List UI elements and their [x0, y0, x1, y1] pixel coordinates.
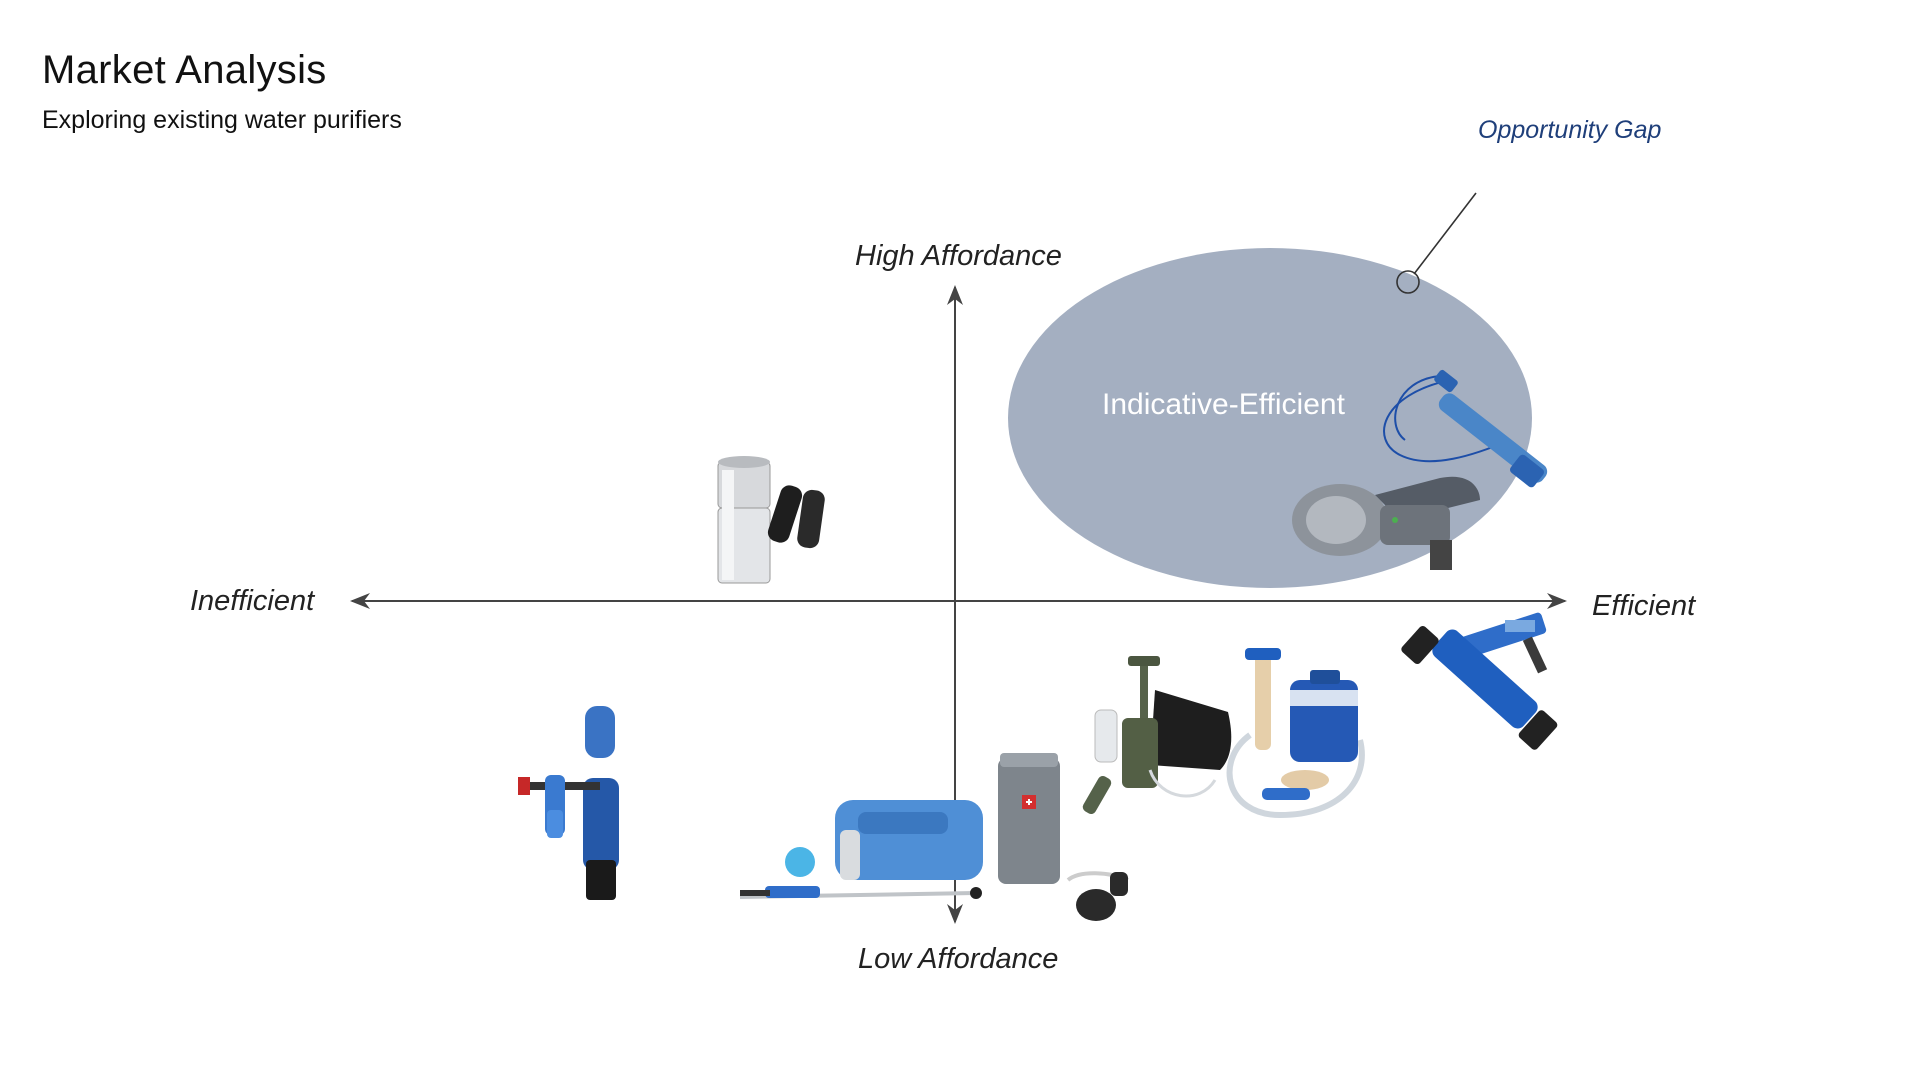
axis-label-top: High Affordance [855, 240, 1062, 272]
lifestraw-icon [1383, 369, 1548, 488]
survivor-pump-filter-icon [1082, 656, 1232, 814]
axis-label-right: Efficient [1592, 590, 1696, 622]
first-need-purifier-icon [1226, 648, 1365, 819]
katadyn-filter-icon [998, 753, 1129, 921]
page-subtitle: Exploring existing water purifiers [42, 106, 402, 134]
sawyer-mini-filter-icon [1401, 612, 1558, 750]
page-title: Market Analysis [42, 48, 327, 92]
water-container-filter-icon [739, 800, 983, 899]
axis-label-bottom: Low Affordance [858, 943, 1059, 975]
callout-line [1413, 192, 1477, 275]
berkey-gravity-filter-icon [717, 456, 825, 584]
axis-label-left: Inefficient [190, 585, 315, 617]
pur-faucet-filter-icon [1292, 476, 1480, 570]
opportunity-region-label: Indicative-Efficient [1102, 388, 1345, 421]
callout-dot [1396, 270, 1420, 294]
opportunity-gap-callout: Opportunity Gap [1478, 116, 1662, 144]
whole-house-filter-icon [518, 706, 619, 900]
